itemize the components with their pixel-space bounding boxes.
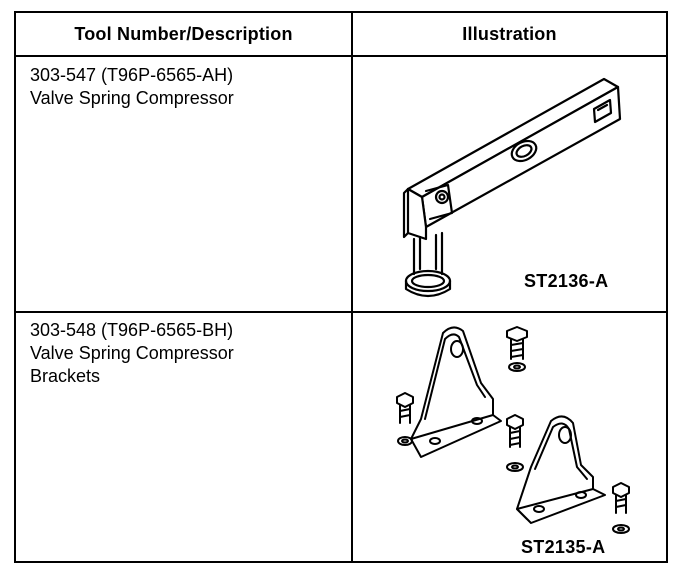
compressor-brackets-icon — [396, 326, 630, 534]
header-illustration: Illustration — [462, 23, 557, 44]
figure-code-1: ST2136-A — [524, 271, 609, 291]
tool-number: 303-548 (T96P-6565-BH) — [30, 320, 234, 340]
description-line: Valve Spring Compressor — [30, 88, 234, 108]
header-divider — [16, 55, 666, 57]
row-2-description: 303-548 (T96P-6565-BH) Valve Spring Comp… — [30, 319, 340, 388]
header-tool-number: Tool Number/Description — [74, 23, 293, 44]
tool-table: Tool Number/Description Illustration 303… — [14, 11, 668, 563]
description-line: Brackets — [30, 366, 101, 386]
row-divider — [16, 311, 666, 313]
column-divider — [351, 13, 353, 561]
description-line: Valve Spring Compressor — [30, 343, 234, 363]
tool-number: 303-547 (T96P-6565-AH) — [30, 65, 234, 85]
row-1-description: 303-547 (T96P-6565-AH) Valve Spring Comp… — [30, 64, 340, 110]
figure-code-2: ST2135-A — [521, 537, 606, 557]
valve-spring-compressor-icon — [402, 77, 622, 298]
